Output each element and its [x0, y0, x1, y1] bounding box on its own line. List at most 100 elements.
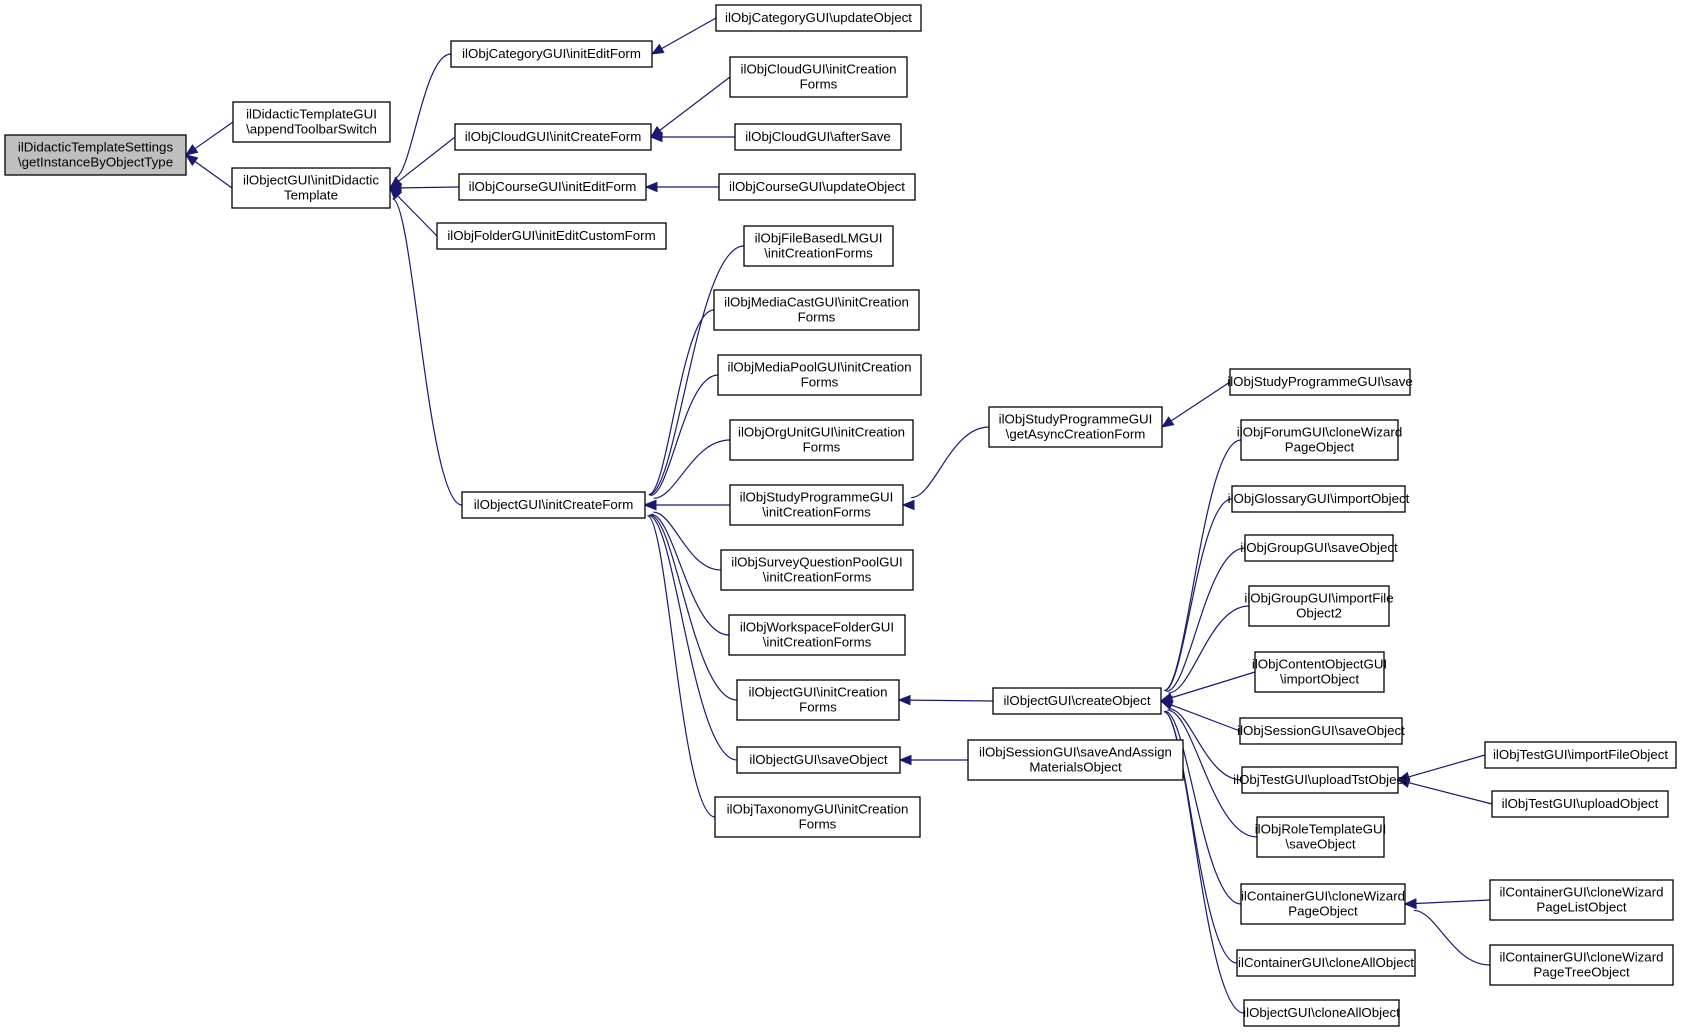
node-label: ilObjContentObjectGUI: [1252, 657, 1387, 672]
node-label: Forms: [803, 440, 841, 455]
node-label: ilObjectGUI\initCreation: [749, 685, 888, 700]
node-label: ilObjCourseGUI\initEditForm: [469, 179, 637, 194]
node-label: \initCreationForms: [763, 570, 872, 585]
node-label: MaterialsObject: [1029, 760, 1122, 775]
node-box: [1240, 883, 1406, 925]
edge-line: [648, 309, 715, 496]
node-label: Object2: [1296, 606, 1342, 621]
graph-node[interactable]: ilObjStudyProgrammeGUI\initCreationForms: [729, 484, 904, 526]
graph-node[interactable]: ilObjSurveyQuestionPoolGUI\initCreationF…: [720, 549, 914, 591]
graph-node[interactable]: ilObjStudyProgrammeGUI\save: [1227, 368, 1413, 396]
node-box: [458, 173, 647, 201]
edge-line: [1167, 709, 1258, 838]
node-label: \initCreationForms: [764, 246, 873, 261]
edge-line: [659, 76, 731, 131]
graph-node[interactable]: ilObjCategoryGUI\initEditForm: [450, 40, 653, 68]
graph-node[interactable]: ilObjectGUI\createObject: [992, 687, 1162, 715]
edge-arrowhead: [1396, 777, 1411, 788]
graph-node[interactable]: ilObjCloudGUI\initCreationForms: [729, 56, 908, 98]
node-box: [231, 167, 391, 209]
node-box: [1231, 485, 1406, 513]
edge-line: [649, 514, 738, 701]
graph-node[interactable]: ilObjectGUI\initCreationForms: [736, 679, 900, 721]
edge-arrowhead: [184, 144, 199, 156]
graph-node[interactable]: ilObjSessionGUI\saveAndAssignMaterialsOb…: [967, 739, 1184, 781]
node-label: ilObjGlossaryGUI\importObject: [1228, 491, 1410, 506]
node-box: [992, 687, 1162, 715]
edge-n35-to-n23: [1159, 695, 1238, 964]
graph-node[interactable]: ilObjWorkspaceFolderGUI\initCreationForm…: [728, 614, 906, 656]
graph-node[interactable]: ilDidacticTemplateGUI\appendToolbarSwitc…: [232, 101, 391, 143]
graph-node[interactable]: ilObjMediaCastGUI\initCreationForms: [713, 289, 920, 331]
node-label: ilObjCategoryGUI\initEditForm: [462, 46, 641, 61]
node-box: [436, 222, 667, 250]
node-label: PageTreeObject: [1533, 965, 1630, 980]
graph-node[interactable]: ilObjectGUI\saveObject: [736, 746, 901, 774]
node-label: ilContainerGUI\cloneWizard: [1241, 889, 1405, 904]
node-box: [1254, 651, 1385, 693]
node-label: ilContainerGUI\cloneWizard: [1499, 885, 1663, 900]
node-label: ilObjMediaCastGUI\initCreation: [724, 295, 909, 310]
node-label: PageObject: [1285, 440, 1355, 455]
edge-n2-to-n0: [184, 154, 233, 189]
edge-n23-to-n19: [897, 694, 994, 706]
node-label: ilObjTestGUI\uploadTstObject: [1233, 772, 1407, 787]
graph-node[interactable]: ilObjTestGUI\uploadObject: [1491, 790, 1669, 818]
edge-n16-to-n7: [643, 499, 730, 511]
edge-arrowhead: [897, 694, 911, 706]
graph-node[interactable]: ilObjFolderGUI\initEditCustomForm: [436, 222, 667, 250]
graph-node[interactable]: ilObjGlossaryGUI\importObject: [1228, 485, 1410, 513]
graph-node[interactable]: ilObjSessionGUI\saveObject: [1237, 717, 1405, 745]
graph-node[interactable]: ilObjTestGUI\uploadTstObject: [1233, 766, 1407, 794]
graph-node[interactable]: ilObjMediaPoolGUI\initCreationForms: [717, 354, 922, 396]
node-box: [450, 40, 653, 68]
node-label: ilObjForumGUI\cloneWizard: [1237, 425, 1403, 440]
graph-node[interactable]: ilObjCloudGUI\initCreateForm: [454, 123, 652, 151]
node-label: \getAsyncCreationForm: [1006, 427, 1146, 442]
node-label: PageListObject: [1536, 900, 1626, 915]
edge-line: [650, 513, 730, 636]
graph-node[interactable]: ilObjRoleTemplateGUI\saveObject: [1255, 816, 1387, 858]
graph-node[interactable]: ilObjGroupGUI\saveObject: [1240, 534, 1398, 562]
graph-node[interactable]: ilObjOrgUnitGUI\initCreationForms: [729, 419, 914, 461]
node-box: [729, 484, 904, 526]
edge-line: [1170, 381, 1231, 422]
node-box: [714, 796, 921, 838]
graph-node[interactable]: ilContainerGUI\cloneAllObject: [1236, 949, 1416, 977]
node-label: ilDidacticTemplateSettings: [18, 140, 174, 155]
edge-n22-to-n16: [901, 426, 990, 511]
edge-n36-to-n23: [1159, 695, 1245, 1014]
node-box: [728, 614, 906, 656]
graph-node[interactable]: ilObjCourseGUI\updateObject: [718, 173, 916, 201]
graph-node[interactable]: ilObjTestGUI\importFileObject: [1484, 741, 1677, 769]
node-box: [718, 173, 916, 201]
edge-line: [1171, 704, 1241, 732]
graph-node[interactable]: ilObjTaxonomyGUI\initCreationForms: [714, 796, 921, 838]
graph-node[interactable]: ilObjCategoryGUI\updateObject: [715, 4, 922, 32]
graph-node[interactable]: ilObjectGUI\cloneAllObject: [1243, 999, 1400, 1027]
graph-node[interactable]: ilObjContentObjectGUI\importObject: [1252, 651, 1387, 693]
graph-node[interactable]: ilObjectGUI\initCreateForm: [461, 491, 646, 519]
node-box: [736, 746, 901, 774]
node-label: ilObjectGUI\initCreateForm: [474, 497, 634, 512]
node-label: \importObject: [1280, 672, 1359, 687]
edge-n28-to-n23: [1159, 547, 1246, 707]
graph-node[interactable]: ilObjCourseGUI\initEditForm: [458, 173, 647, 201]
node-label: Forms: [799, 817, 837, 832]
edge-arrowhead: [1160, 416, 1175, 428]
graph-node[interactable]: ilObjStudyProgrammeGUI\getAsyncCreationF…: [988, 406, 1163, 448]
edge-n4-to-n2: [388, 136, 456, 189]
edge-arrowhead: [643, 499, 657, 511]
graph-node[interactable]: ilObjFileBasedLMGUI\initCreationForms: [743, 225, 894, 267]
node-label: ilObjTaxonomyGUI\initCreation: [727, 802, 909, 817]
node-label: \initCreationForms: [763, 635, 872, 650]
node-label: ilObjectGUI\saveObject: [749, 752, 887, 767]
node-box: [713, 289, 920, 331]
graph-node[interactable]: ilObjCloudGUI\afterSave: [734, 123, 902, 151]
